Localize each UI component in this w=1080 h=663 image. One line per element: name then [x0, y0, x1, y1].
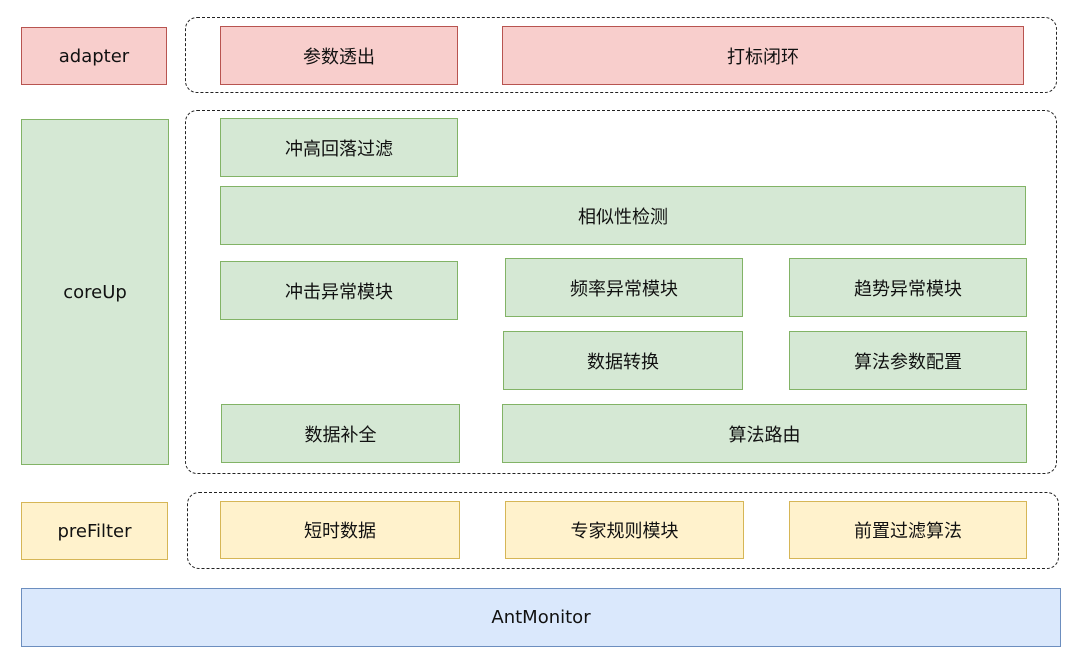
module-tagging-loop: 打标闭环 [502, 26, 1024, 85]
coreUp-group [185, 110, 1057, 474]
module-impact-anomaly: 冲击异常模块 [220, 261, 458, 320]
antmonitor-base: AntMonitor [21, 588, 1061, 647]
module-algo-routing: 算法路由 [502, 404, 1027, 463]
module-data-completion: 数据补全 [221, 404, 460, 463]
module-expert-rules: 专家规则模块 [505, 501, 744, 559]
module-algo-param-config: 算法参数配置 [789, 331, 1027, 390]
preFilter-layer-label: preFilter [21, 502, 168, 560]
coreUp-layer-label: coreUp [21, 119, 169, 465]
module-spike-fallback-filter: 冲高回落过滤 [220, 118, 458, 177]
preFilter-group [187, 492, 1059, 569]
module-pre-filter-algo: 前置过滤算法 [789, 501, 1027, 559]
module-similarity-detection: 相似性检测 [220, 186, 1026, 245]
module-param-expose: 参数透出 [220, 26, 458, 85]
module-trend-anomaly: 趋势异常模块 [789, 258, 1027, 317]
module-data-conversion: 数据转换 [503, 331, 743, 390]
adapter-group [185, 17, 1057, 93]
module-frequency-anomaly: 频率异常模块 [505, 258, 743, 317]
adapter-layer-label: adapter [21, 27, 167, 85]
module-short-term-data: 短时数据 [220, 501, 460, 559]
